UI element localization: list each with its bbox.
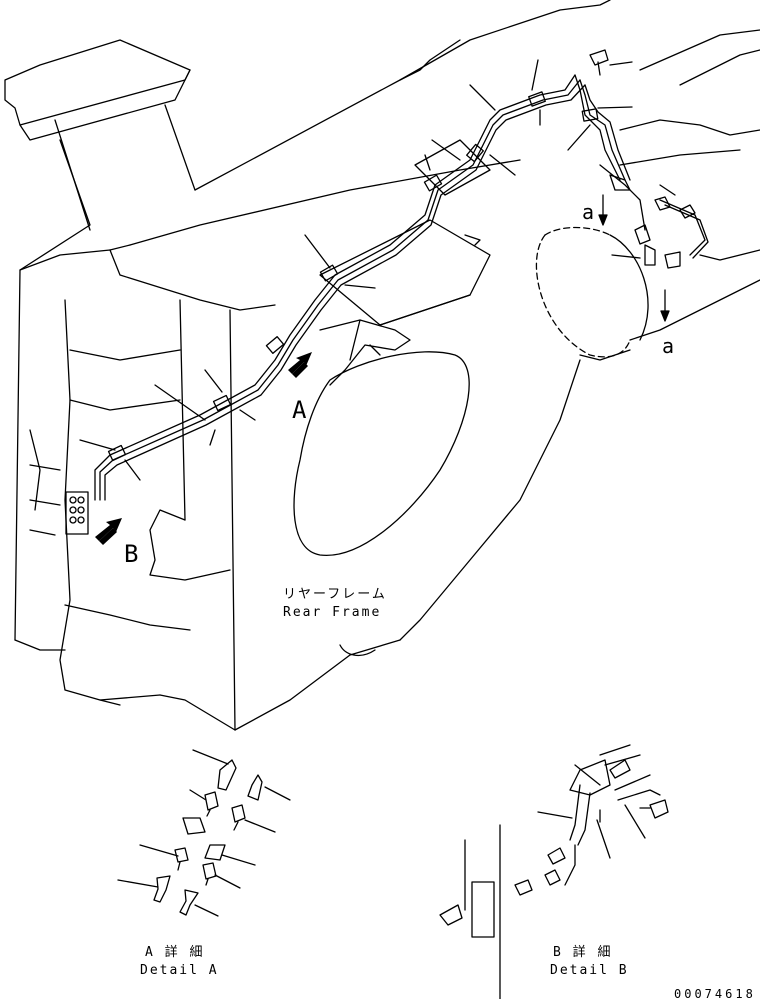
detail-a-title-en: Detail A (140, 963, 219, 978)
rear-frame-label-jp: リヤーフレーム (283, 587, 387, 602)
rear-frame-body (14, 249, 581, 731)
detail-b-title-jp: B 詳 細 (553, 945, 613, 960)
view-b-label: B (124, 540, 139, 568)
hydraulic-lines (94, 74, 709, 501)
section-arrows (598, 194, 670, 322)
chassis-upper-outline (4, 0, 760, 641)
line-clamps (107, 91, 599, 462)
detail-a-parts (117, 749, 291, 917)
tank-section (535, 226, 760, 361)
connector-block-b (65, 491, 89, 535)
detail-b-parts (439, 744, 669, 999)
rear-frame-label-en: Rear Frame (283, 605, 382, 620)
section-a-top-label: a (582, 200, 597, 224)
view-a-label: A (292, 396, 307, 424)
view-arrow-b (95, 518, 122, 545)
section-a-bottom-label: a (662, 334, 677, 358)
view-arrow-a (288, 352, 312, 378)
drawing-number: 00074618 (674, 987, 756, 1001)
detail-a-title-jp: A 詳 細 (145, 945, 205, 960)
detail-b-title-en: Detail B (550, 963, 629, 978)
valve-plate (319, 219, 491, 326)
top-right-fittings (589, 49, 696, 269)
callout-leaders-upper (79, 59, 676, 481)
